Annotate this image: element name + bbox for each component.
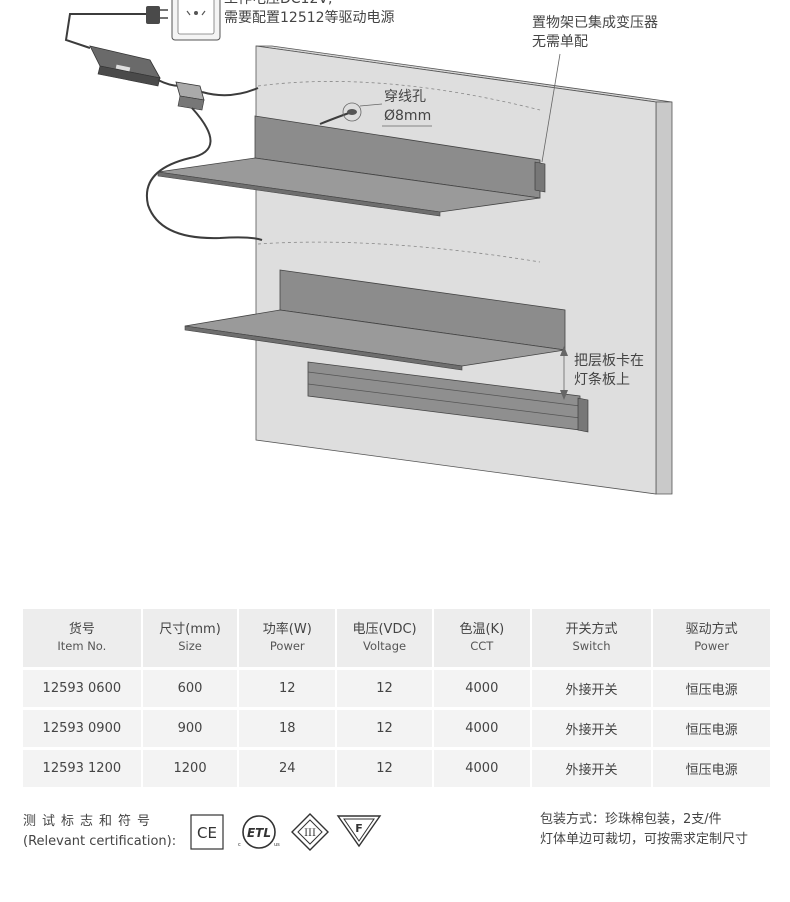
cell-voltage: 12 xyxy=(337,750,434,790)
table-row: 12593 1200 1200 24 12 4000 外接开关 恒压电源 xyxy=(23,750,770,790)
header-power: 功率(W)Power xyxy=(239,609,338,670)
note-clip-shelf-line1: 把层板卡在 xyxy=(574,353,644,369)
packaging-line2: 灯体单边可裁切，可按需求定制尺寸 xyxy=(540,832,749,847)
cell-power: 18 xyxy=(239,710,338,750)
upper-shelf xyxy=(157,115,546,217)
cell-driver: 恒压电源 xyxy=(653,670,770,710)
note-transformer-line2: 无需单配 xyxy=(532,34,588,50)
cell-power: 12 xyxy=(239,670,338,710)
power-plug xyxy=(146,6,168,24)
note-clip-shelf-line2: 灯条板上 xyxy=(574,372,630,388)
cell-switch: 外接开关 xyxy=(531,710,654,750)
cell-size: 900 xyxy=(142,710,240,750)
svg-text:ETL: ETL xyxy=(247,826,271,840)
etl-mark-icon: ETL c us xyxy=(238,815,280,849)
cell-power: 24 xyxy=(239,750,338,790)
svg-text:us: us xyxy=(274,842,280,848)
cell-size: 600 xyxy=(142,670,240,710)
note-transformer-line1: 置物架已集成变压器 xyxy=(532,15,658,31)
svg-text:CE: CE xyxy=(197,824,217,842)
wall-socket xyxy=(171,0,221,41)
ce-mark-icon: CE xyxy=(190,814,224,850)
table-row: 12593 0600 600 12 12 4000 外接开关 恒压电源 xyxy=(23,670,770,710)
certification-label-zh: 测试标志和符号 xyxy=(23,814,157,829)
junction-box xyxy=(175,81,205,111)
note-working-voltage: 工作电压DC12V, 需要配置12512等驱动电源 xyxy=(224,0,395,28)
header-voltage: 电压(VDC)Voltage xyxy=(337,609,434,670)
cell-driver: 恒压电源 xyxy=(653,710,770,750)
header-size: 尺寸(mm)Size xyxy=(142,609,240,670)
note-working-voltage-line1: 工作电压DC12V, xyxy=(224,0,395,9)
cell-driver: 恒压电源 xyxy=(653,750,770,790)
cell-cct: 4000 xyxy=(433,710,532,750)
packaging-line1: 包装方式：珍珠棉包装，2支/件 xyxy=(540,812,722,827)
cell-voltage: 12 xyxy=(337,710,434,750)
power-adapter xyxy=(89,45,161,87)
cell-voltage: 12 xyxy=(337,670,434,710)
header-cct: 色温(K)CCT xyxy=(433,609,532,670)
note-cable-hole: 穿线孔 Ø8mm xyxy=(384,88,431,126)
cell-item-no: 12593 0900 xyxy=(23,710,143,750)
svg-text:c: c xyxy=(238,842,241,848)
f-mark-icon: F xyxy=(336,815,382,848)
cell-size: 1200 xyxy=(142,750,240,790)
note-working-voltage-line2: 需要配置12512等驱动电源 xyxy=(224,10,395,26)
note-cable-hole-line2: Ø8mm xyxy=(384,108,432,124)
note-clip-shelf: 把层板卡在 灯条板上 xyxy=(574,352,644,390)
installation-diagram xyxy=(64,0,673,495)
class-iii-mark-icon: III xyxy=(291,813,329,851)
note-cable-hole-line1: 穿线孔 xyxy=(384,89,426,105)
cell-cct: 4000 xyxy=(433,750,532,790)
cell-switch: 外接开关 xyxy=(531,750,654,790)
certification-label-en: (Relevant certification): xyxy=(23,834,177,849)
cell-switch: 外接开关 xyxy=(531,670,654,710)
light-strip-board xyxy=(307,361,589,433)
certification-label: 测试标志和符号 (Relevant certification): xyxy=(23,812,176,852)
cell-cct: 4000 xyxy=(433,670,532,710)
svg-text:III: III xyxy=(304,828,316,839)
note-transformer: 置物架已集成变压器 无需单配 xyxy=(532,14,658,52)
cell-item-no: 12593 0600 xyxy=(23,670,143,710)
packaging-info: 包装方式：珍珠棉包装，2支/件 灯体单边可裁切，可按需求定制尺寸 xyxy=(540,810,748,850)
svg-text:F: F xyxy=(355,822,363,835)
wall-panel xyxy=(255,45,673,495)
lower-shelf xyxy=(184,269,566,371)
table-row: 12593 0900 900 18 12 4000 外接开关 恒压电源 xyxy=(23,710,770,750)
cell-item-no: 12593 1200 xyxy=(23,750,143,790)
